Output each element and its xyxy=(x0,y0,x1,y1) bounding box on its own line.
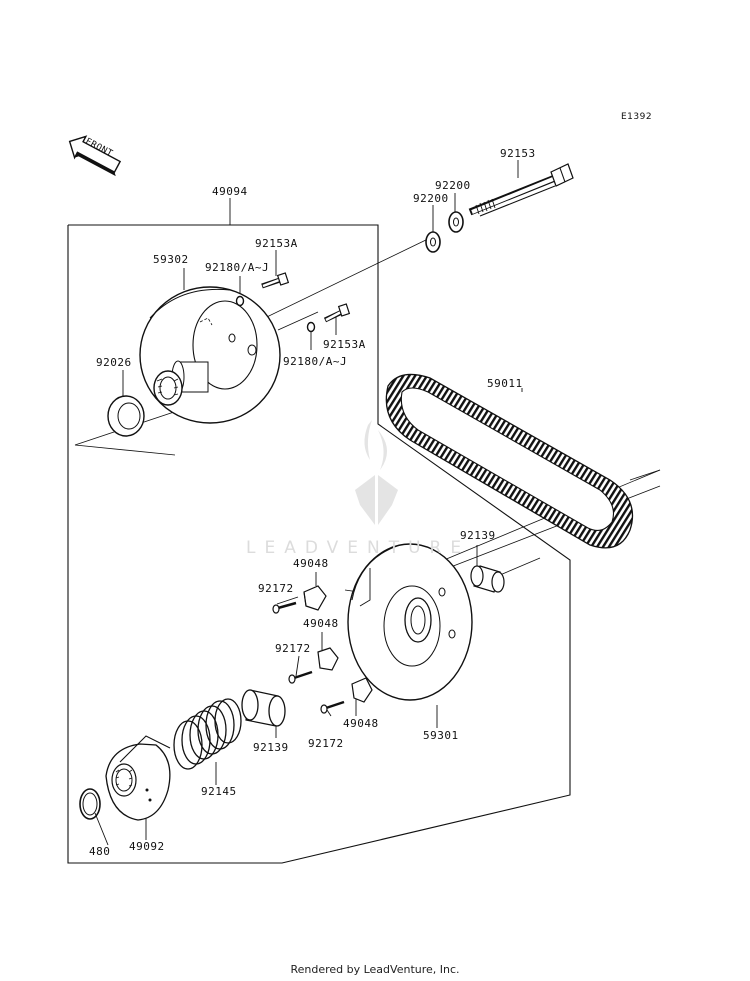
label-49092: 49092 xyxy=(129,840,165,853)
leader-lines xyxy=(94,160,523,846)
washer-92180-lower xyxy=(306,321,316,333)
label-92172-bot: 92172 xyxy=(308,737,344,750)
footer-credit: Rendered by LeadVenture, Inc. xyxy=(290,963,460,976)
bushing-92139-left xyxy=(241,689,286,727)
label-59302: 59302 xyxy=(153,253,189,266)
label-92172-mid: 92172 xyxy=(275,642,311,655)
label-92172-top: 92172 xyxy=(258,582,294,595)
spring-92145 xyxy=(173,698,242,770)
label-92145: 92145 xyxy=(201,785,237,798)
screw-92153a-lower xyxy=(323,303,351,323)
watermark-text: LEADVENTURE xyxy=(246,538,471,558)
label-480: 480 xyxy=(89,845,111,858)
drive-belt-59011 xyxy=(385,373,634,549)
slider-shoe-49048-top xyxy=(303,585,327,611)
label-92139-left: 92139 xyxy=(253,741,289,754)
washer-92200-a xyxy=(425,231,441,253)
label-92153a-upper: 92153A xyxy=(255,237,298,250)
washer-92200-b xyxy=(448,211,464,233)
screw-92172-mid xyxy=(288,670,313,684)
watermark-logo xyxy=(355,420,398,525)
movable-sheave-59301 xyxy=(347,543,473,701)
diagram-reference: E1392 xyxy=(621,112,653,122)
screw-92172-bot xyxy=(320,700,345,714)
label-92026: 92026 xyxy=(96,356,132,369)
fixed-sheave-59302 xyxy=(139,286,281,424)
slider-shoe-49048-mid xyxy=(317,647,339,671)
washer-92180-upper xyxy=(235,295,245,307)
label-49094: 49094 xyxy=(212,185,248,198)
label-92180-upper: 92180/A~J xyxy=(205,261,270,274)
label-92153a-lower: 92153A xyxy=(323,338,366,351)
label-49048-bot: 49048 xyxy=(343,717,379,730)
bolt-92153 xyxy=(468,163,574,217)
bushing-92139-right xyxy=(470,565,505,593)
slider-shoe-49048-bot xyxy=(351,677,373,703)
label-92200-a: 92200 xyxy=(413,192,449,205)
label-92153: 92153 xyxy=(500,147,536,160)
front-arrow-icon xyxy=(68,135,122,177)
label-59301: 59301 xyxy=(423,729,459,742)
circlip-480 xyxy=(79,788,101,820)
label-49048-top: 49048 xyxy=(293,557,329,570)
washer-92026 xyxy=(107,395,145,437)
label-49048-mid: 49048 xyxy=(303,617,339,630)
label-92200-b: 92200 xyxy=(435,179,471,192)
assembly-frame xyxy=(67,224,571,864)
screw-92172-top xyxy=(272,601,297,614)
label-92180-lower: 92180/A~J xyxy=(283,355,348,368)
cam-49092 xyxy=(105,735,171,821)
label-59011: 59011 xyxy=(487,377,523,390)
screw-92153a-upper xyxy=(261,272,290,289)
label-92139-right: 92139 xyxy=(460,529,496,542)
